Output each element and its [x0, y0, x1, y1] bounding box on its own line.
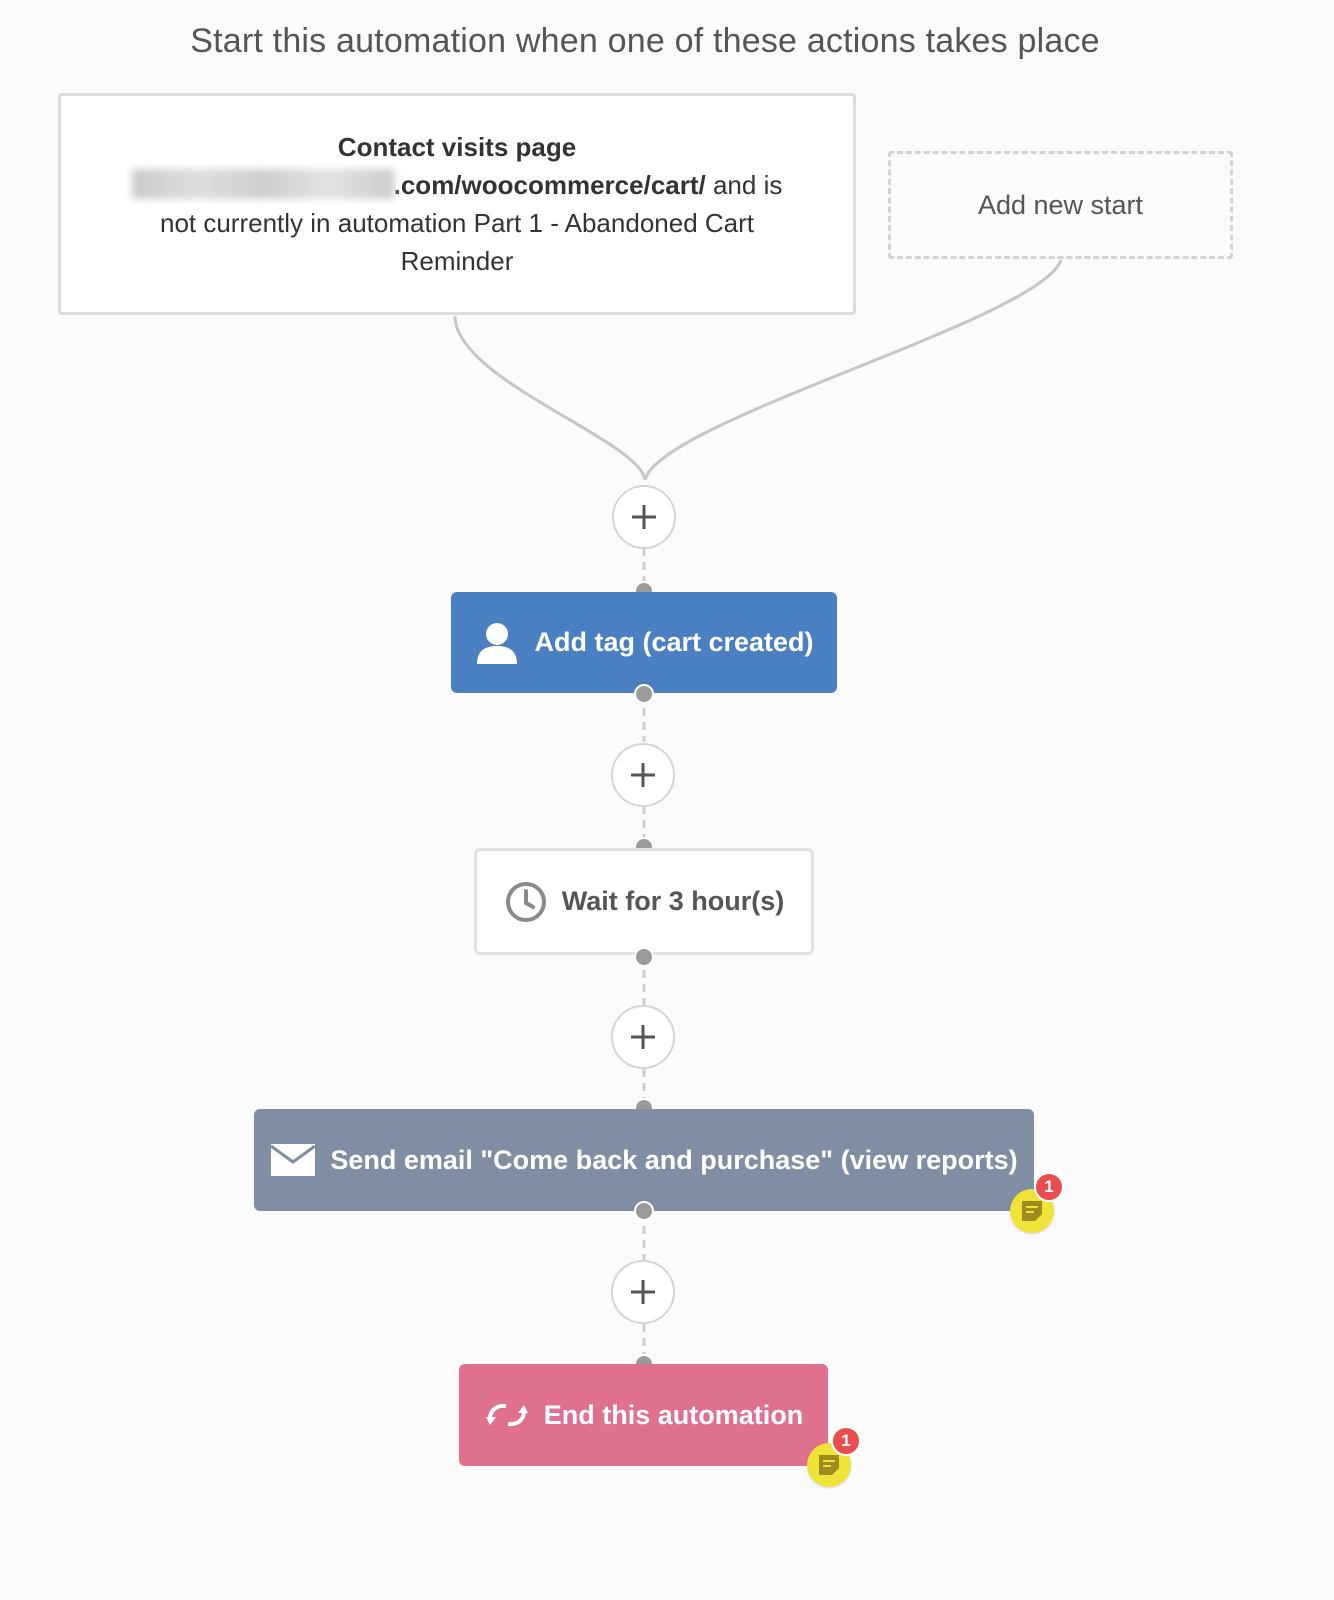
- add-step-button[interactable]: [612, 485, 676, 549]
- note-icon[interactable]: [1010, 1189, 1054, 1233]
- sticky-note-icon: [1022, 1201, 1042, 1221]
- note-count-badge: 1: [831, 1426, 861, 1456]
- page-title: Start this automation when one of these …: [190, 22, 1100, 60]
- refresh-arrows-icon: [485, 1403, 528, 1427]
- action-send-email-label: Send email "Come back and purchase" (vie…: [330, 1144, 1018, 1175]
- add-step-button[interactable]: [611, 743, 675, 807]
- action-wait[interactable]: Wait for 3 hour(s): [474, 848, 814, 955]
- action-add-tag[interactable]: Add tag (cart created): [451, 592, 837, 693]
- connector-node: [634, 1201, 654, 1221]
- plus-icon: [631, 1280, 655, 1304]
- action-add-tag-label: Add tag (cart created): [534, 627, 814, 657]
- trigger-card[interactable]: Contact visits page .com/woocommerce/car…: [58, 93, 856, 315]
- sticky-note-icon: [819, 1455, 839, 1475]
- connector-node: [634, 684, 654, 704]
- trigger-condition: not currently in automation Part 1 - Aba…: [159, 208, 754, 276]
- plus-icon: [632, 505, 656, 529]
- clock-icon: [505, 881, 546, 922]
- trigger-url: .com/woocommerce/cart/: [393, 170, 706, 200]
- add-step-button[interactable]: [611, 1260, 675, 1324]
- trigger-description: Contact visits page .com/woocommerce/car…: [111, 128, 803, 280]
- action-wait-label: Wait for 3 hour(s): [561, 886, 785, 916]
- action-end-label: End this automation: [543, 1399, 804, 1430]
- trigger-url-suffix: and is: [705, 170, 783, 200]
- action-send-email[interactable]: Send email "Come back and purchase" (vie…: [254, 1109, 1034, 1211]
- action-end-automation[interactable]: End this automation: [459, 1364, 828, 1466]
- envelope-icon: [270, 1144, 317, 1176]
- plus-icon: [631, 1025, 655, 1049]
- connector-node: [634, 947, 654, 967]
- note-count-badge: 1: [1034, 1172, 1064, 1202]
- trigger-title: Contact visits page: [337, 132, 577, 162]
- plus-icon: [631, 763, 655, 787]
- redacted-domain: [131, 169, 394, 199]
- add-step-button[interactable]: [611, 1005, 675, 1069]
- user-icon: [477, 622, 518, 664]
- add-new-start-button[interactable]: Add new start: [888, 151, 1233, 259]
